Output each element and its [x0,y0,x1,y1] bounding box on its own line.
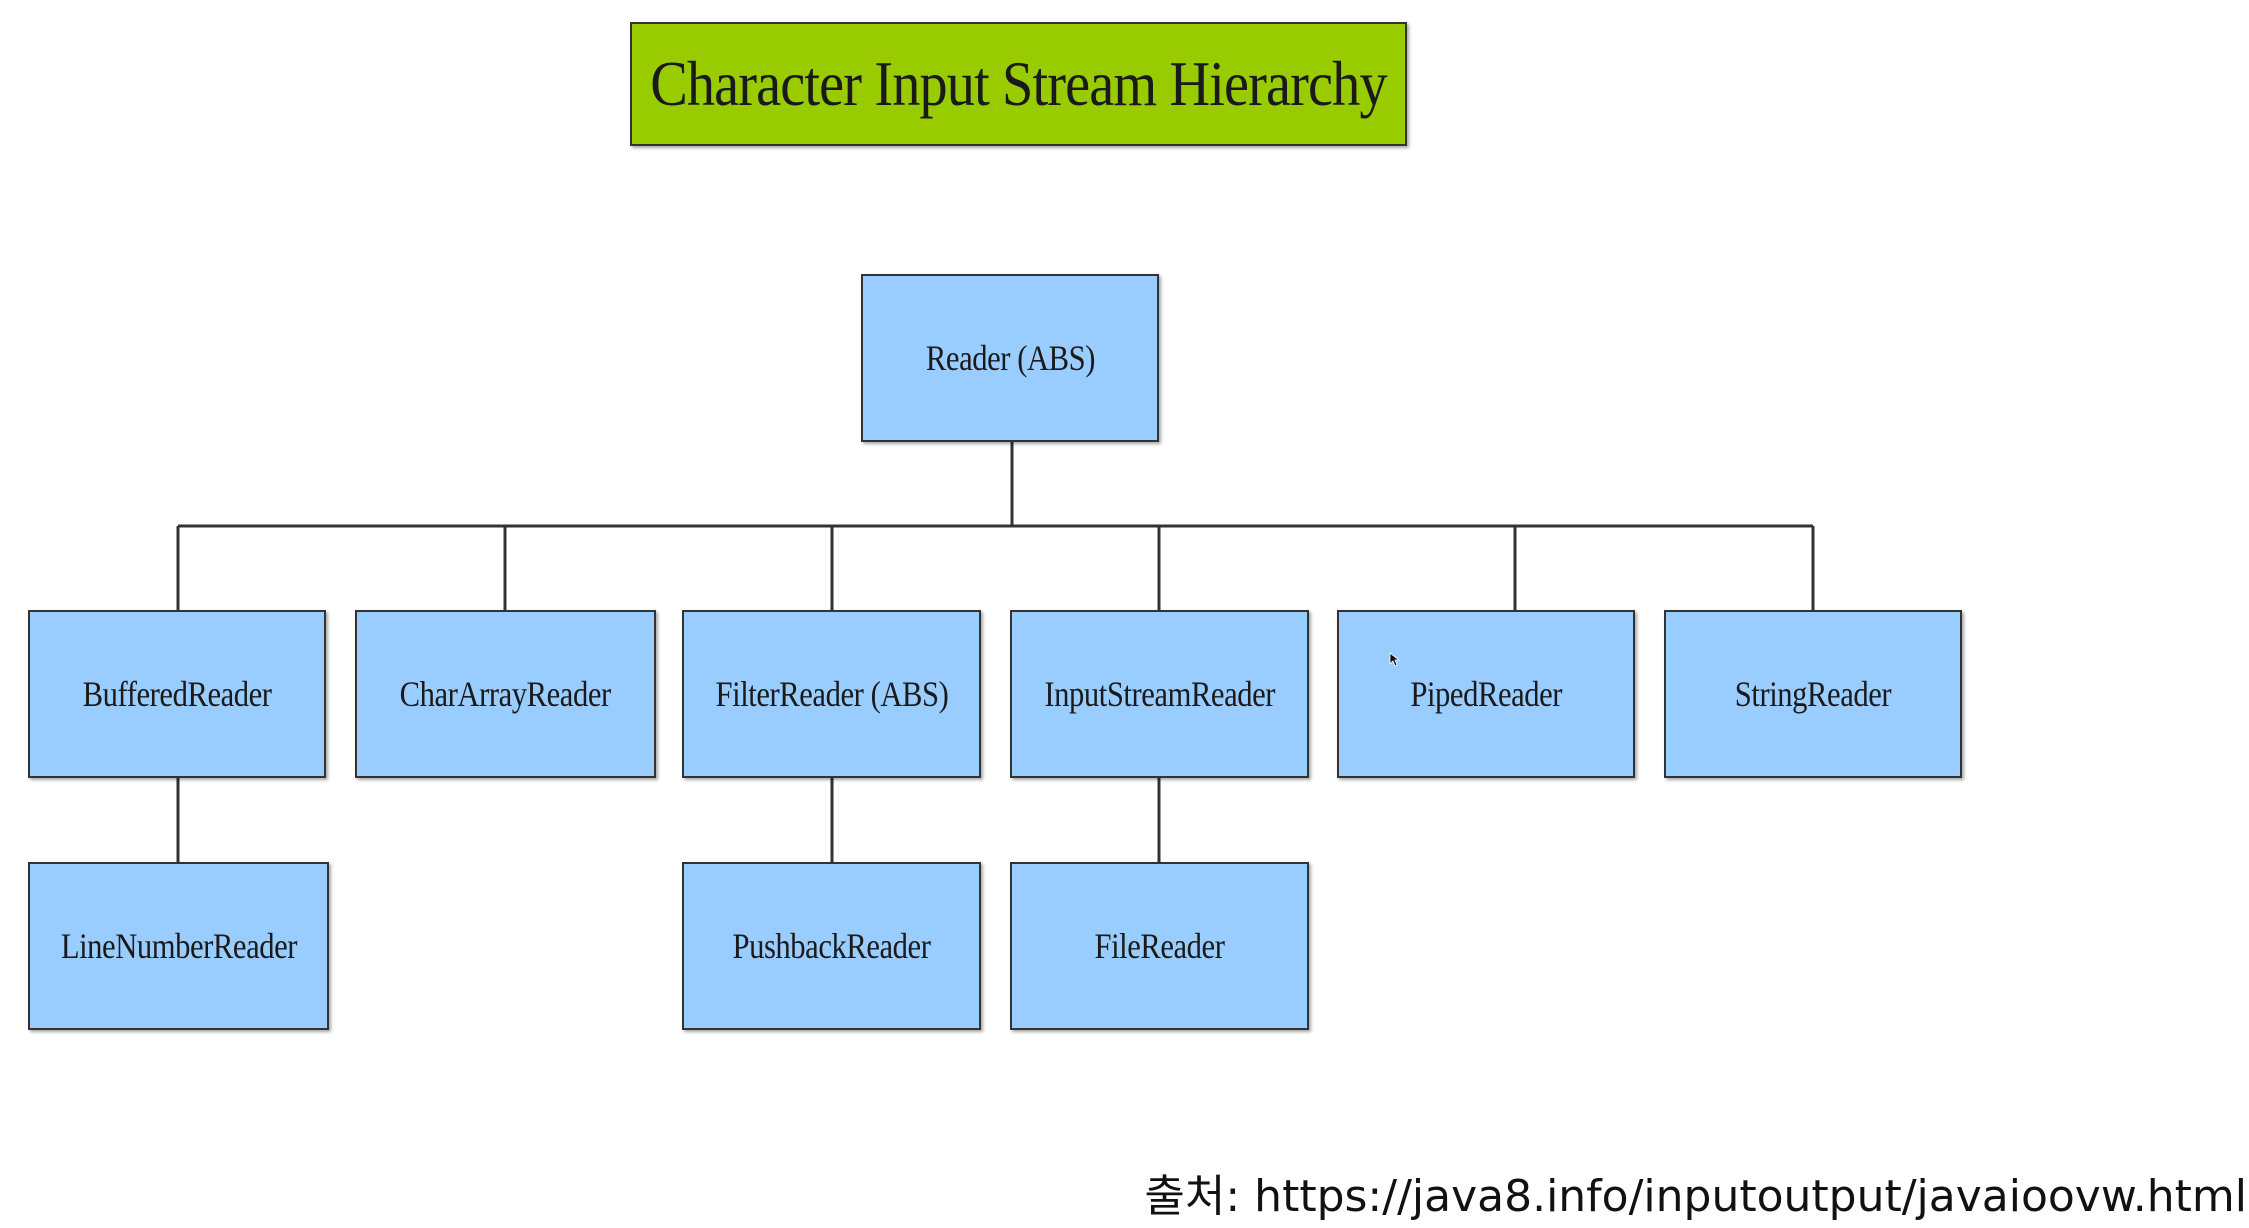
node-buffered-reader-label: BufferedReader [82,674,272,714]
node-filter-reader-label: FilterReader (ABS) [715,674,948,714]
node-pushback-reader-label: PushbackReader [732,926,931,966]
node-file-reader: FileReader [1010,862,1309,1030]
node-pushback-reader: PushbackReader [682,862,981,1030]
node-string-reader: StringReader [1664,610,1962,778]
node-string-reader-label: StringReader [1734,674,1892,714]
source-citation: 출처: https://java8.info/inputoutput/javai… [1144,1171,2247,1222]
diagram-title-box: Character Input Stream Hierarchy [630,22,1407,146]
node-file-reader-label: FileReader [1094,926,1225,966]
node-line-number-reader-label: LineNumberReader [60,926,297,966]
node-piped-reader-label: PipedReader [1410,674,1562,714]
node-filter-reader: FilterReader (ABS) [682,610,981,778]
diagram-title: Character Input Stream Hierarchy [650,48,1387,119]
mouse-cursor-icon [1389,652,1401,667]
node-piped-reader: PipedReader [1337,610,1635,778]
node-line-number-reader: LineNumberReader [28,862,329,1030]
node-input-stream-reader: InputStreamReader [1010,610,1309,778]
node-char-array-reader-label: CharArrayReader [399,674,612,714]
node-reader: Reader (ABS) [861,274,1159,442]
node-reader-label: Reader (ABS) [925,338,1095,378]
node-input-stream-reader-label: InputStreamReader [1044,674,1275,714]
node-char-array-reader: CharArrayReader [355,610,656,778]
node-buffered-reader: BufferedReader [28,610,326,778]
